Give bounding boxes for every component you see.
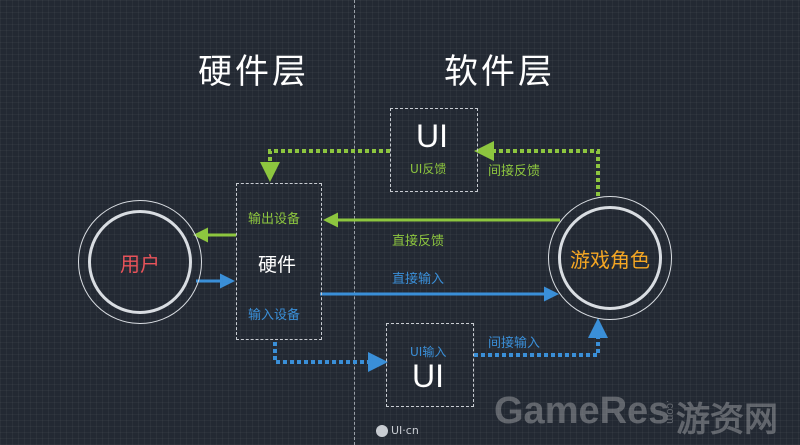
- ui-input-box: [386, 323, 474, 407]
- ui-feedback-box: [390, 108, 478, 192]
- ui-top-label: UI: [416, 118, 448, 154]
- indirect-feedback-label: 间接反馈: [488, 164, 541, 179]
- indirect-input-label: 间接输入: [488, 336, 541, 351]
- uicn-logo-text: UI·cn: [391, 424, 419, 437]
- direct-input-label: 直接输入: [392, 272, 445, 287]
- ui-bottom-label: UI: [412, 358, 444, 394]
- ui-feedback-label: UI反馈: [410, 162, 447, 176]
- direct-feedback-label: 直接反馈: [392, 234, 445, 249]
- user-node: 用户: [88, 210, 192, 314]
- ui-input-label: UI输入: [410, 345, 447, 359]
- game-node-ring: [548, 196, 672, 320]
- uicn-logo-icon: [376, 424, 388, 437]
- uicn-logo: UI·cn: [376, 424, 419, 437]
- output-device-label: 输出设备: [248, 212, 301, 227]
- software-layer-title: 软件层: [444, 52, 555, 92]
- watermark-dotcom: .com: [664, 400, 676, 424]
- game-character-label: 游戏角色: [570, 247, 650, 272]
- hardware-layer-title: 硬件层: [198, 52, 309, 92]
- indirect-feedback-path: [474, 141, 600, 196]
- hardware-to-ui-input-path: [273, 342, 388, 372]
- hardware-label: 硬件: [258, 254, 297, 276]
- hardware-box: [236, 183, 322, 340]
- input-device-label: 输入设备: [248, 308, 301, 323]
- game-character-node: 游戏角色: [558, 206, 662, 310]
- layer-divider: [354, 0, 355, 445]
- user-node-ring: [78, 200, 202, 324]
- ui-to-hardware-feedback-path: [260, 149, 390, 182]
- user-label: 用户: [120, 251, 160, 276]
- watermark-cn: 游资网: [676, 401, 778, 439]
- watermark-brand: GameRes: [494, 390, 670, 432]
